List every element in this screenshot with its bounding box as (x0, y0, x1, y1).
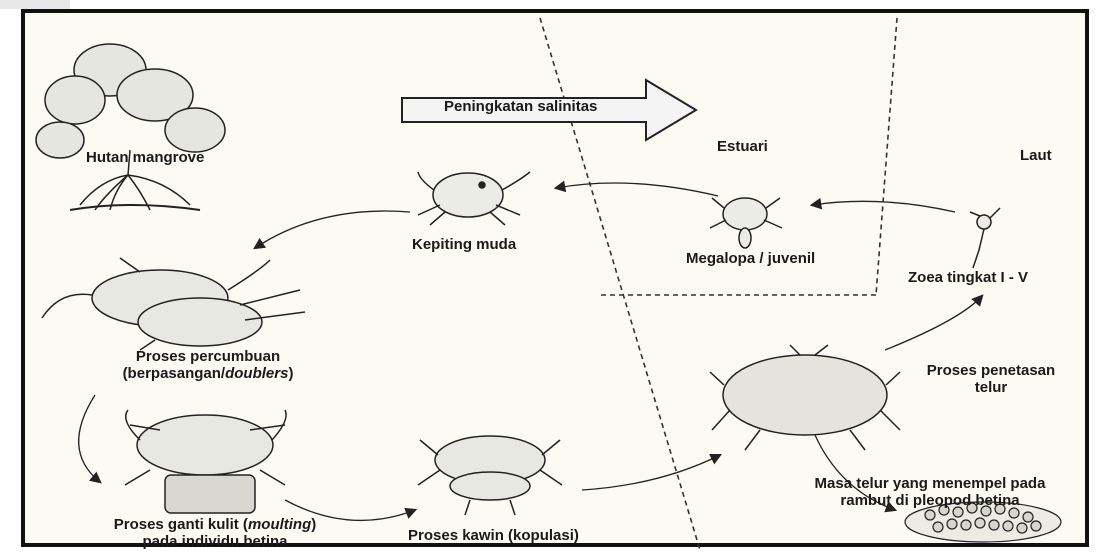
zone-label-sea: Laut (1020, 147, 1052, 164)
label-mangrove-forest: Hutan mangrove (86, 149, 204, 166)
zone-label-estuary: Estuari (717, 138, 768, 155)
label-hatching: Proses penetasan telur (896, 362, 1086, 396)
mangrove-tree-illustration (36, 44, 225, 210)
hatching-line-2: telur (896, 379, 1086, 396)
zoea-illustration (970, 208, 1000, 268)
label-zoea: Zoea tingkat I - V (908, 269, 1028, 286)
label-megalopa: Megalopa / juvenil (686, 250, 815, 267)
label-egg-mass: Masa telur yang menempel pada rambut di … (770, 475, 1090, 509)
label-courtship: Proses percumbuan (berpasangan/doublers) (100, 348, 316, 382)
hatching-line-1: Proses penetasan (896, 362, 1086, 379)
label-mating: Proses kawin (kopulasi) (408, 527, 579, 544)
moulting-line-2: pada individu betina (60, 533, 370, 550)
egg-bearing-crab-illustration (710, 345, 900, 450)
courtship-line-2: (berpasangan/doublers) (100, 365, 316, 382)
moulting-line-1: Proses ganti kulit (moulting) (60, 516, 370, 533)
mating-crabs-illustration (418, 436, 562, 515)
moulting-crab-illustration (125, 410, 286, 513)
courtship-line-1: Proses percumbuan (100, 348, 316, 365)
label-young-crab: Kepiting muda (412, 236, 516, 253)
young-crab-illustration (418, 172, 530, 225)
label-moulting: Proses ganti kulit (moulting) pada indiv… (60, 516, 370, 550)
egg-mass-line-2: rambut di pleopod betina (770, 492, 1090, 509)
egg-mass-line-1: Masa telur yang menempel pada (770, 475, 1090, 492)
megalopa-illustration (710, 198, 782, 248)
salinity-arrow-label: Peningkatan salinitas (444, 98, 597, 115)
courtship-crabs-illustration (42, 258, 305, 350)
